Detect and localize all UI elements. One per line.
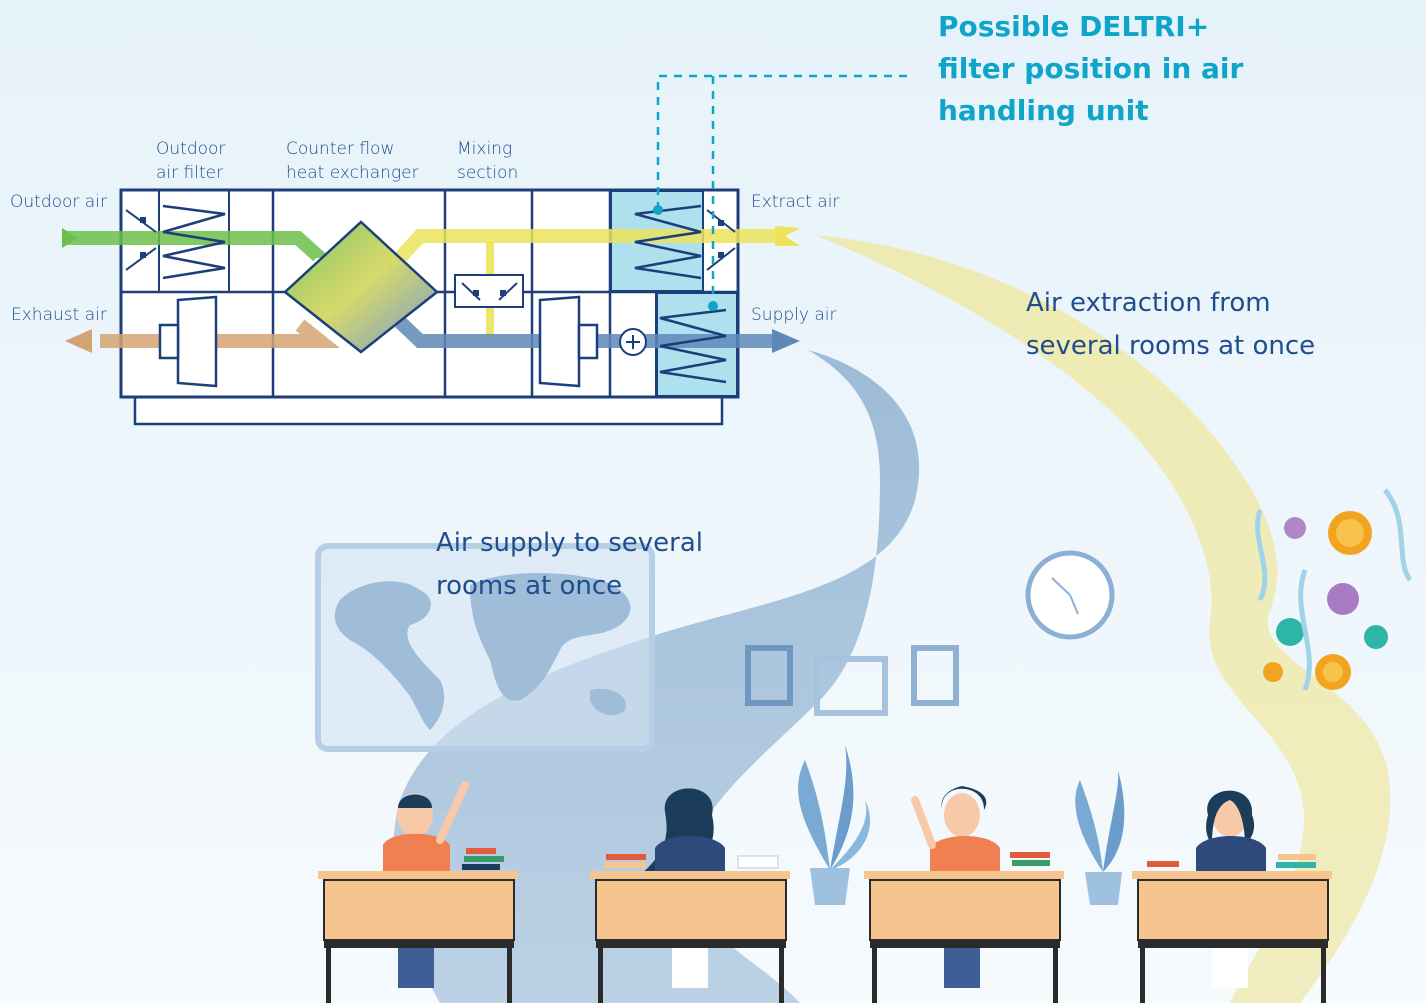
- virus-particle-icon: [1255, 488, 1413, 691]
- wall-picture: [814, 656, 888, 716]
- outdoor-air-label: Outdoor air: [10, 192, 107, 212]
- extract-air-plume: [815, 235, 1391, 1003]
- outdoor-air-filter-label: Outdoor air filter: [156, 139, 226, 183]
- heat-exchanger-label: Counter flow heat exchanger: [286, 139, 419, 183]
- plant: [798, 745, 871, 905]
- exhaust-air-label: Exhaust air: [11, 305, 107, 325]
- fan-icon: [158, 295, 218, 388]
- student-desk: [864, 786, 1064, 1003]
- extract-air-label: Extract air: [751, 192, 840, 212]
- wall-picture: [745, 645, 793, 706]
- air-supply-text: Air supply to several rooms at once: [436, 528, 704, 601]
- extract-air-flow: [394, 229, 785, 263]
- supply-air-flow: [395, 316, 775, 348]
- damper-icon: [125, 209, 157, 271]
- student-desk: [1132, 790, 1332, 1003]
- callout-leader: [653, 74, 912, 311]
- wall-clock-icon: [1025, 550, 1115, 640]
- plant: [1075, 770, 1125, 905]
- heat-exchanger-icon: [283, 220, 439, 354]
- supply-air-plume: [393, 350, 920, 1003]
- bag-filter-icon: [162, 204, 226, 280]
- wall-picture: [911, 645, 959, 706]
- damper-icon: [706, 209, 736, 271]
- world-map-icon: [315, 543, 655, 752]
- air-handling-unit: [62, 188, 800, 426]
- supply-air-label: Supply air: [751, 305, 837, 325]
- fan-icon: [538, 295, 599, 388]
- heating-coil-plus-icon: [619, 328, 647, 356]
- student-desk: [318, 781, 518, 1003]
- deltri-filter-callout: Possible DELTRI+ filter position in air …: [938, 10, 1244, 127]
- damper-icon: [454, 274, 524, 308]
- air-extraction-text: Air extraction from several rooms at onc…: [1026, 288, 1316, 361]
- mixing-section-label: Mixing section: [457, 139, 519, 183]
- student-desk: [590, 788, 790, 1003]
